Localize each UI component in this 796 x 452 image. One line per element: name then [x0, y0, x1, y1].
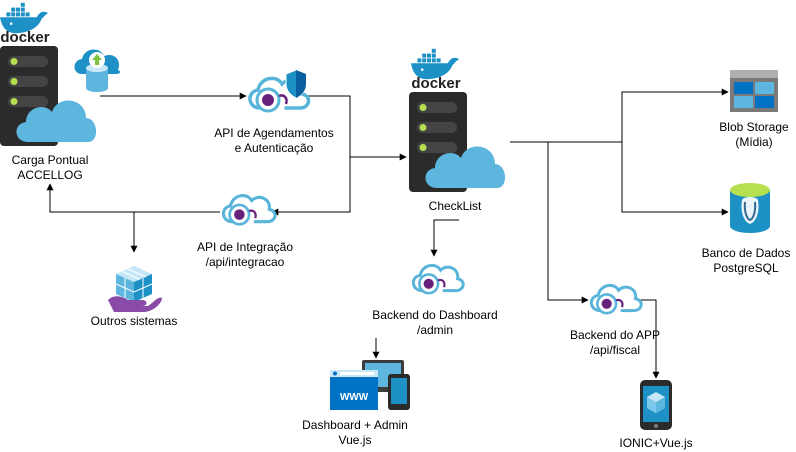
carga-docker-logo: docker	[0, 2, 50, 46]
edge-api-auth-to-checklist	[306, 95, 407, 161]
backend-app-icon	[589, 283, 643, 315]
dashboard-admin-label: Dashboard + Admin Vue.js	[290, 418, 420, 448]
edge-checklist-to-backend-app	[547, 142, 589, 304]
blob-label-line1: Blob Storage	[719, 120, 789, 134]
postgres-icon	[730, 183, 770, 233]
api-integracao-icon	[221, 194, 277, 226]
blob-storage-icon	[730, 70, 778, 112]
ionic-label: IONIC+Vue.js	[604, 436, 708, 451]
connectors	[46, 88, 729, 379]
edge-backend-app-to-ionic	[640, 299, 660, 379]
edge-checklist-to-postgres	[621, 142, 729, 216]
edge-checklist-to-backend-dashboard	[430, 219, 459, 257]
outros-icon	[108, 266, 162, 312]
dashboard-admin-label-line2: Vue.js	[338, 433, 372, 447]
carga-docker-wordmark: docker	[0, 29, 49, 46]
outros-label: Outros sistemas	[74, 314, 194, 329]
blob-label-line2: (Mídia)	[735, 135, 773, 149]
carga-label-line1: Carga Pontual	[11, 153, 89, 167]
backend-dashboard-label: Backend do Dashboard /admin	[360, 308, 510, 338]
edge-api-auth-to-api-integracao	[271, 157, 351, 216]
checklist-label-line1: CheckList	[428, 199, 482, 213]
api-integracao-label-line1: API de Integração	[196, 240, 294, 254]
api-auth-label: API de Agendamentos e Autenticação	[204, 126, 344, 156]
backend-dashboard-label-line1: Backend do Dashboard	[372, 308, 498, 322]
checklist-server-icon	[409, 92, 506, 192]
backend-app-label: Backend do APP /api/fiscal	[560, 328, 670, 358]
mobile-phone-icon	[640, 380, 672, 430]
carga-label-line2: ACCELLOG	[17, 168, 83, 182]
carga-label: Carga Pontual ACCELLOG	[0, 153, 100, 183]
api-integracao-label-line2: /api/integracao	[205, 255, 285, 269]
checklist-docker-logo: docker	[411, 48, 461, 92]
backend-app-label-line1: Backend do APP	[569, 328, 661, 342]
postgres-label: Banco de Dados PostgreSQL	[696, 246, 796, 276]
ionic-label-line1: IONIC+Vue.js	[619, 436, 693, 450]
dashboard-devices-icon: WWW	[330, 360, 410, 410]
api-auth-label-line2: e Autenticação	[234, 141, 314, 155]
edge-api-integracao-to-carga	[46, 183, 220, 213]
blob-label: Blob Storage (Mídia)	[706, 120, 796, 150]
backend-app-label-line2: /api/fiscal	[589, 343, 641, 357]
api-auth-icon	[248, 69, 311, 113]
backend-dashboard-label-line2: /admin	[416, 323, 454, 337]
outros-label-line1: Outros sistemas	[90, 314, 178, 328]
api-integracao-label: API de Integração /api/integracao	[185, 240, 305, 270]
checklist-label: CheckList	[410, 199, 500, 214]
postgres-label-line2: PostgreSQL	[713, 261, 779, 275]
cloud-upload-database-icon	[74, 49, 121, 92]
backend-dashboard-icon	[411, 263, 465, 295]
www-label: WWW	[340, 392, 369, 403]
dashboard-admin-label-line1: Dashboard + Admin	[302, 418, 408, 432]
api-auth-label-line1: API de Agendamentos	[214, 126, 334, 140]
postgres-label-line1: Banco de Dados	[701, 246, 791, 260]
checklist-docker-wordmark: docker	[411, 75, 460, 92]
edge-checklist-to-blob	[510, 88, 729, 143]
